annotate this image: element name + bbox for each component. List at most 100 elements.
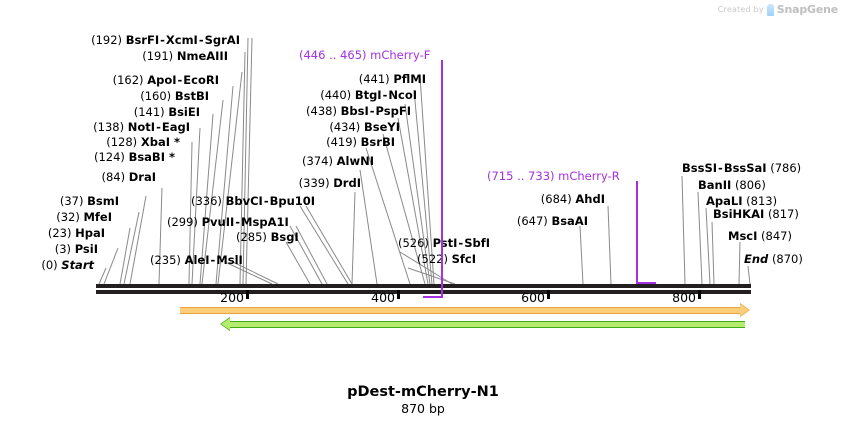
enzyme-label-row[interactable]: (522) SfcI xyxy=(320,253,476,265)
site-position: (235) xyxy=(150,253,181,267)
primer-range: (715 .. 733) xyxy=(487,169,555,183)
enzyme-label-row[interactable]: (3) PsiI xyxy=(0,243,98,255)
enzyme-label-row[interactable]: (647) BsaAI xyxy=(450,215,588,227)
enzyme-name: HpaI xyxy=(75,226,105,240)
enzyme-name: BsiHKAI xyxy=(713,207,765,221)
enzyme-label-row[interactable]: (374) AlwNI xyxy=(250,155,374,167)
enzyme-label-row[interactable]: (434) BseYI xyxy=(268,121,400,133)
start-terminus-label[interactable]: (0) Start xyxy=(0,259,94,271)
enzyme-label-row[interactable]: (32) MfeI xyxy=(0,211,112,223)
site-position: (84) xyxy=(101,170,126,184)
ruler-tick-mark xyxy=(246,290,249,299)
site-position: (786) xyxy=(770,161,802,175)
site-position: (160) xyxy=(140,89,172,103)
primer-marker-mcherry-r-stem[interactable] xyxy=(636,181,638,284)
ruler-tick-mark xyxy=(397,290,400,299)
enzyme-label-row[interactable]: (160) BstBI xyxy=(0,90,209,102)
enzyme-name: BssSI xyxy=(682,161,718,175)
site-position: (817) xyxy=(767,207,799,221)
enzyme-label-row[interactable]: BanII (806) xyxy=(698,179,766,191)
end-position: (870) xyxy=(771,252,803,266)
plasmid-title: pDest-mCherry-N1 xyxy=(347,384,499,400)
enzyme-label-row[interactable]: (440) BtgI-NcoI xyxy=(260,89,417,101)
site-position: (440) xyxy=(320,88,352,102)
watermark-created-by-text: Created by xyxy=(717,5,764,14)
name-separator: - xyxy=(177,73,183,87)
start-label-text: Start xyxy=(61,258,94,272)
enzyme-name: NcoI xyxy=(388,88,417,102)
enzyme-name: BsaBI * xyxy=(128,150,175,164)
site-position: (138) xyxy=(93,120,125,134)
ruler-backbone-lower xyxy=(96,290,751,294)
enzyme-label-row[interactable]: (37) BsmI xyxy=(0,195,119,207)
site-position: (813) xyxy=(746,194,778,208)
name-separator: - xyxy=(263,194,269,208)
start-position: (0) xyxy=(41,258,58,272)
end-label-text: End xyxy=(744,252,769,266)
enzyme-label-row[interactable]: (684) AhdI xyxy=(470,193,605,205)
primer-marker-mcherry-f-stem[interactable] xyxy=(441,60,443,298)
enzyme-label-row[interactable]: (191) NmeAIII xyxy=(0,50,228,62)
enzyme-name: EagI xyxy=(161,120,190,134)
watermark-brand-text: SnapGene xyxy=(776,3,838,16)
enzyme-name: ApaLI xyxy=(706,194,743,208)
enzyme-label-row[interactable]: (235) AleI-MslI xyxy=(150,254,243,266)
name-separator: - xyxy=(382,88,388,102)
enzyme-label-row[interactable]: ApaLI (813) xyxy=(706,195,777,207)
primer-marker-mcherry-r-foot[interactable] xyxy=(636,282,656,284)
ruler-tick-mark xyxy=(698,290,701,299)
name-separator: - xyxy=(369,104,375,118)
site-position: (441) xyxy=(358,72,390,86)
green-feature-body[interactable] xyxy=(230,321,745,328)
ruler-backbone-upper xyxy=(96,284,751,288)
enzyme-label-row[interactable]: (128) XbaI * xyxy=(0,136,180,148)
site-position: (336) xyxy=(191,194,222,208)
site-position: (339) xyxy=(298,176,330,190)
enzyme-name: EcoRI xyxy=(183,73,219,87)
enzyme-label-row[interactable]: (441) PflMI xyxy=(280,73,426,85)
site-position: (806) xyxy=(734,178,766,192)
site-position: (522) xyxy=(417,252,448,266)
enzyme-label-row[interactable]: (438) BbsI-PspFI xyxy=(250,105,411,117)
name-separator: - xyxy=(458,236,464,250)
enzyme-name: PsiI xyxy=(74,242,98,256)
enzyme-label-row[interactable]: (162) ApoI-EcoRI xyxy=(0,74,219,86)
enzyme-name: PflMI xyxy=(393,72,426,86)
enzyme-name: BsmI xyxy=(87,194,119,208)
enzyme-name: NotI xyxy=(127,120,156,134)
enzyme-label-row[interactable]: (285) BsgI xyxy=(236,231,299,243)
enzyme-name: MfeI xyxy=(83,210,112,224)
name-separator: - xyxy=(156,120,161,134)
enzyme-label-row[interactable]: (141) BsiEI xyxy=(0,106,200,118)
site-position: (191) xyxy=(142,49,174,63)
enzyme-label-row[interactable]: BsiHKAI (817) xyxy=(713,208,799,220)
enzyme-label-row[interactable]: MscI (847) xyxy=(728,230,792,242)
enzyme-label-row[interactable]: (299) PvuII-MspA1I xyxy=(167,216,289,228)
enzyme-name: PspFI xyxy=(375,104,411,118)
enzyme-name: BssSaI xyxy=(723,161,767,175)
enzyme-name: BsrBI xyxy=(360,135,395,149)
enzyme-name: NmeAIII xyxy=(176,49,228,63)
primer-name: mCherry-R xyxy=(558,169,620,183)
enzyme-label-row[interactable]: (124) BsaBI * xyxy=(0,151,175,163)
primer-marker-mcherry-f-foot[interactable] xyxy=(423,296,443,298)
primer-label-mcherry-f[interactable]: (446 .. 465) mCherry-F xyxy=(299,49,430,61)
enzyme-label-row[interactable]: BssSI-BssSaI (786) xyxy=(682,162,801,174)
enzyme-name: XcmI xyxy=(165,33,198,47)
enzyme-label-row[interactable]: (526) PstI-SbfI xyxy=(320,237,490,249)
enzyme-label-row[interactable]: (192) BsrFI-XcmI-SgrAI xyxy=(0,34,240,46)
enzyme-name: MscI xyxy=(728,229,758,243)
orange-feature-body[interactable] xyxy=(180,307,741,314)
enzyme-name: BbvCI xyxy=(225,194,263,208)
enzyme-label-row[interactable]: (23) HpaI xyxy=(0,227,105,239)
enzyme-label-row[interactable]: (339) DrdI xyxy=(245,177,361,189)
site-position: (128) xyxy=(106,135,138,149)
end-terminus-label[interactable]: End (870) xyxy=(744,253,803,265)
enzyme-label-row[interactable]: (84) DraI xyxy=(0,171,156,183)
enzyme-label-row[interactable]: (419) BsrBI xyxy=(263,136,395,148)
enzyme-label-row[interactable]: (336) BbvCI-Bpu10I xyxy=(191,195,315,207)
enzyme-label-row[interactable]: (138) NotI-EagI xyxy=(0,121,190,133)
orange-feature-arrowhead xyxy=(740,304,749,316)
primer-label-mcherry-r[interactable]: (715 .. 733) mCherry-R xyxy=(487,170,620,182)
